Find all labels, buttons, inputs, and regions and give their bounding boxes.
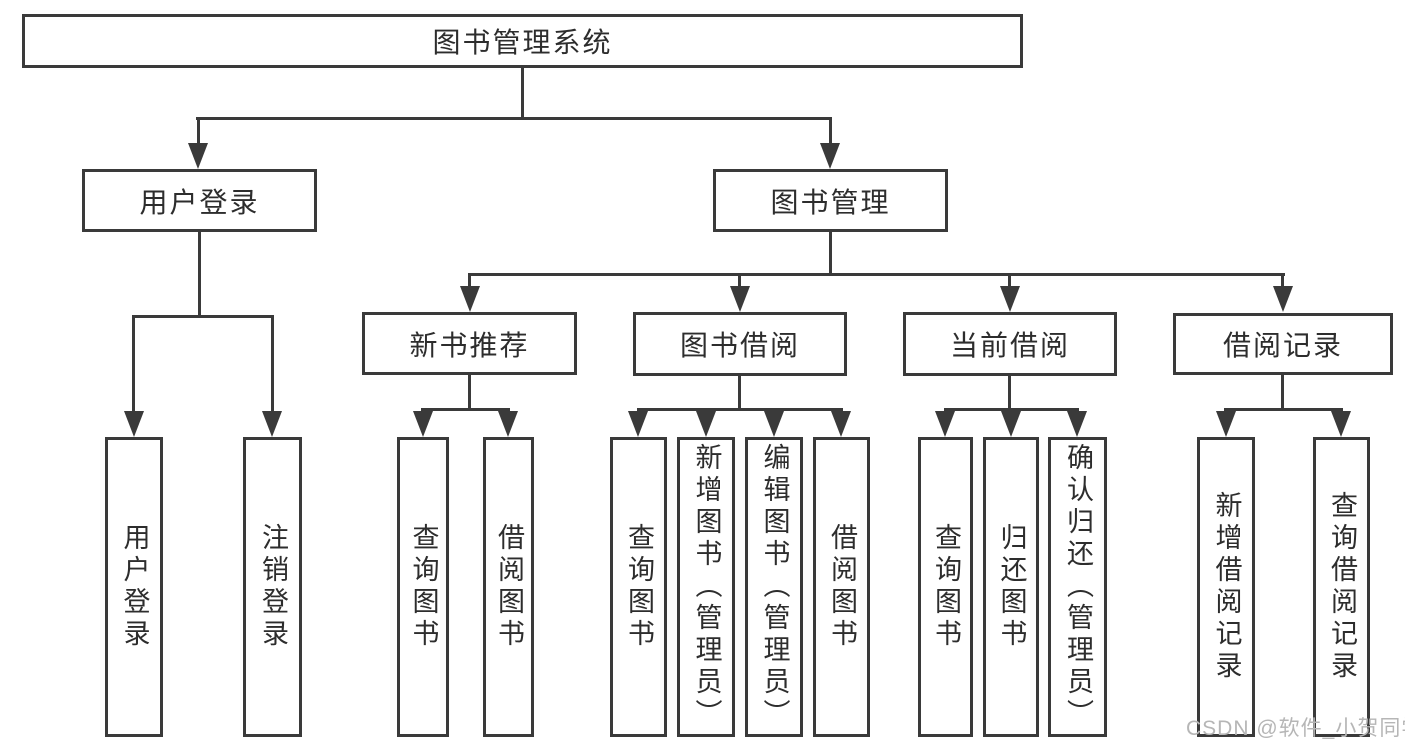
node-borrow-records-label: 借阅记录 (1222, 330, 1343, 361)
connector-line (521, 68, 524, 120)
leaf-logout-label: 注销登录 (258, 523, 288, 651)
node-book-management: 图书管理 (713, 169, 948, 232)
node-current-borrow-label: 当前借阅 (949, 330, 1070, 361)
leaf-borrow-books: 借阅图书 (813, 437, 870, 737)
arrow-down-icon (764, 411, 784, 437)
leaf-query-books-current-label: 查询图书 (931, 523, 961, 651)
leaf-query-borrow-record-label: 查询借阅记录 (1327, 491, 1357, 683)
leaf-edit-books-admin: 编辑图书（管理员） (745, 437, 803, 737)
node-current-borrow: 当前借阅 (903, 312, 1117, 376)
connector-line (1224, 408, 1343, 411)
node-user-login: 用户登录 (82, 169, 317, 232)
connector-line (468, 273, 1285, 276)
arrow-down-icon (730, 286, 750, 312)
leaf-add-borrow-record: 新增借阅记录 (1197, 437, 1255, 737)
arrow-down-icon (831, 411, 851, 437)
leaf-edit-books-admin-label: 编辑图书（管理员） (759, 443, 790, 731)
arrow-down-icon (1273, 286, 1293, 312)
leaf-confirm-return-admin-label: 确认归还（管理员） (1063, 443, 1093, 731)
arrow-down-icon (460, 286, 480, 312)
leaf-borrow-books-recommend: 借阅图书 (483, 437, 534, 737)
connector-line (197, 117, 200, 146)
connector-line (468, 273, 471, 288)
arrow-down-icon (188, 143, 208, 169)
leaf-query-borrow-record: 查询借阅记录 (1313, 437, 1370, 737)
leaf-return-books-label: 归还图书 (996, 523, 1027, 651)
arrow-down-icon (413, 411, 433, 437)
leaf-return-books: 归还图书 (983, 437, 1039, 737)
leaf-add-borrow-record-label: 新增借阅记录 (1211, 491, 1242, 683)
connector-line (829, 232, 832, 276)
node-root: 图书管理系统 (22, 14, 1023, 68)
leaf-confirm-return-admin: 确认归还（管理员） (1048, 437, 1107, 737)
connector-line (1008, 376, 1011, 411)
leaf-query-books-recommend-label: 查询图书 (408, 523, 439, 651)
connector-line (738, 376, 741, 411)
connector-line (738, 273, 741, 288)
connector-line (271, 315, 274, 411)
leaf-query-books-recommend: 查询图书 (397, 437, 449, 737)
leaf-query-books-current: 查询图书 (918, 437, 973, 737)
node-user-login-label: 用户登录 (139, 186, 260, 218)
node-borrow-records: 借阅记录 (1173, 313, 1393, 375)
leaf-borrow-books-recommend-label: 借阅图书 (494, 523, 524, 651)
node-root-label: 图书管理系统 (432, 27, 613, 58)
connector-line (132, 315, 135, 411)
node-book-borrow-label: 图书借阅 (679, 330, 800, 361)
leaf-logout: 注销登录 (243, 437, 302, 737)
connector-line (1008, 273, 1011, 288)
arrow-down-icon (1000, 286, 1020, 312)
connector-line (637, 408, 843, 411)
arrow-down-icon (935, 411, 955, 437)
arrow-down-icon (628, 411, 648, 437)
leaf-add-books-admin: 新增图书（管理员） (677, 437, 735, 737)
leaf-borrow-books-label: 借阅图书 (827, 523, 857, 651)
node-book-borrow: 图书借阅 (633, 312, 847, 376)
arrow-down-icon (1216, 411, 1236, 437)
connector-line (468, 375, 471, 411)
connector-line (198, 232, 201, 318)
connector-line (421, 408, 510, 411)
arrow-down-icon (1067, 411, 1087, 437)
arrow-down-icon (124, 411, 144, 437)
arrow-down-icon (1001, 411, 1021, 437)
leaf-user-login: 用户登录 (105, 437, 163, 737)
connector-line (829, 117, 832, 146)
connector-line (132, 315, 274, 318)
leaf-query-books-borrow-label: 查询图书 (624, 523, 654, 651)
connector-line (1281, 273, 1284, 288)
node-book-management-label: 图书管理 (770, 186, 891, 218)
arrow-down-icon (820, 143, 840, 169)
connector-line (196, 117, 832, 120)
arrow-down-icon (498, 411, 518, 437)
leaf-add-books-admin-label: 新增图书（管理员） (691, 443, 722, 731)
connector-line (1281, 375, 1284, 411)
arrow-down-icon (1331, 411, 1351, 437)
leaf-query-books-borrow: 查询图书 (610, 437, 667, 737)
leaf-user-login-label: 用户登录 (119, 523, 150, 651)
csdn-watermark: CSDN @软件_小贺同学 (1186, 717, 1405, 740)
arrow-down-icon (262, 411, 282, 437)
arrow-down-icon (696, 411, 716, 437)
node-new-book-recommend-label: 新书推荐 (409, 329, 530, 361)
node-new-book-recommend: 新书推荐 (362, 312, 577, 375)
